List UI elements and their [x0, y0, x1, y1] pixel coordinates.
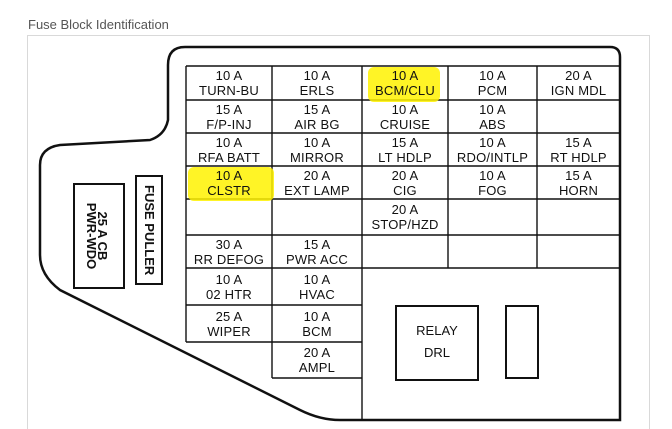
circuit-breaker-circuit: PWR-WDO — [84, 202, 99, 270]
fuse-circuit-name: CLSTR — [207, 182, 251, 198]
fuse-circuit-name: RFA BATT — [197, 149, 261, 165]
fuse-amperage: 10 A — [303, 271, 331, 287]
fuse-circuit-name: HORN — [558, 182, 599, 198]
fuse-circuit-name: RR DEFOG — [193, 251, 265, 267]
fuse-amperage: 15 A — [565, 167, 592, 183]
relay-box — [395, 305, 479, 381]
fuse-amperage: 10 A — [303, 134, 331, 150]
fuse-circuit-name: STOP/HZD — [371, 217, 439, 232]
fuse-amperage: 10 A — [479, 167, 506, 183]
fuse-circuit-name: CIG — [393, 182, 417, 198]
fuse-amperage: 10 A — [215, 68, 243, 83]
fuse-highlight — [368, 67, 440, 102]
fuse-block-border — [38, 45, 622, 422]
fuse-amperage: 20 A — [391, 202, 419, 217]
relay-circuit: DRL — [423, 345, 450, 360]
diagram-title: Fuse Block Identification — [28, 17, 169, 32]
fuse-amperage: 30 A — [215, 236, 243, 252]
fuse-circuit-name: RT HDLP — [550, 149, 607, 165]
fuse-amperage: 15 A — [565, 134, 592, 150]
circuit-breaker-name: PWR-WDO — [78, 194, 99, 278]
fuse-circuit-name: LT HDLP — [378, 149, 432, 165]
fuse-circuit-name: EXT LAMP — [284, 182, 350, 198]
fuse-circuit-name: AMPL — [298, 360, 336, 375]
fuse-circuit-name: BCM/CLU — [375, 83, 435, 98]
fuse-circuit-name: AIR BG — [294, 116, 340, 132]
circuit-breaker-box — [73, 183, 125, 289]
fuse-circuit-name: TURN-BU — [199, 83, 259, 98]
fuse-circuit-name: CRUISE — [379, 116, 431, 132]
fuse-amperage: 20 A — [303, 167, 331, 183]
fuse-circuit-name: FOG — [478, 182, 507, 198]
fuse-amperage: 10 A — [303, 68, 331, 83]
fuse-amperage: 10 A — [215, 167, 243, 183]
fuse-amperage: 10 A — [391, 101, 419, 117]
diagram-panel — [27, 35, 650, 429]
fuse-amperage: 10 A — [303, 308, 331, 324]
fuse-amperage: 20 A — [391, 167, 419, 183]
fuse-amperage: 15 A — [303, 101, 331, 117]
fuse-amperage: 25 A — [215, 308, 243, 324]
fuse-circuit-name: MIRROR — [290, 149, 344, 165]
fuse-amperage: 10 A — [215, 271, 243, 287]
fuse-amperage: 10 A — [479, 134, 506, 150]
fuse-circuit-name: ERLS — [299, 83, 335, 98]
fuse-amperage: 10 A — [215, 134, 243, 150]
fuse-amperage: 15 A — [303, 236, 331, 252]
fuse-circuit-name: ABS — [479, 116, 506, 132]
fuse-circuit-name: BCM — [302, 323, 332, 339]
fuse-circuit-name: PCM — [477, 83, 508, 98]
relay-title: RELAY — [416, 323, 458, 338]
relay-label: RELAY DRL — [396, 320, 478, 364]
fuse-highlight — [188, 167, 274, 201]
fuse-circuit-name: HVAC — [299, 286, 335, 302]
fuse-amperage: 15 A — [391, 134, 419, 150]
fuse-puller-box — [135, 175, 163, 285]
fuse-amperage: 10 A — [479, 68, 506, 83]
fuse-circuit-name: F/P-INJ — [206, 116, 252, 132]
fuse-circuit-name: IGN MDL — [550, 83, 607, 98]
fuse-amperage: 10 A — [479, 101, 506, 117]
fuse-circuit-name: WIPER — [207, 323, 251, 339]
fuse-amperage: 15 A — [215, 101, 243, 117]
relay-slot — [505, 305, 539, 379]
fuse-circuit-name: 02 HTR — [206, 286, 252, 302]
fuse-circuit-name: RDO/INTLP — [456, 149, 529, 165]
fuse-amperage: 10 A — [391, 68, 419, 83]
fuse-puller-label: FUSE PULLER — [142, 185, 157, 276]
fuse-amperage: 20 A — [565, 68, 592, 83]
fuse-amperage: 20 A — [303, 345, 331, 360]
fuse-circuit-name: PWR ACC — [285, 251, 349, 267]
